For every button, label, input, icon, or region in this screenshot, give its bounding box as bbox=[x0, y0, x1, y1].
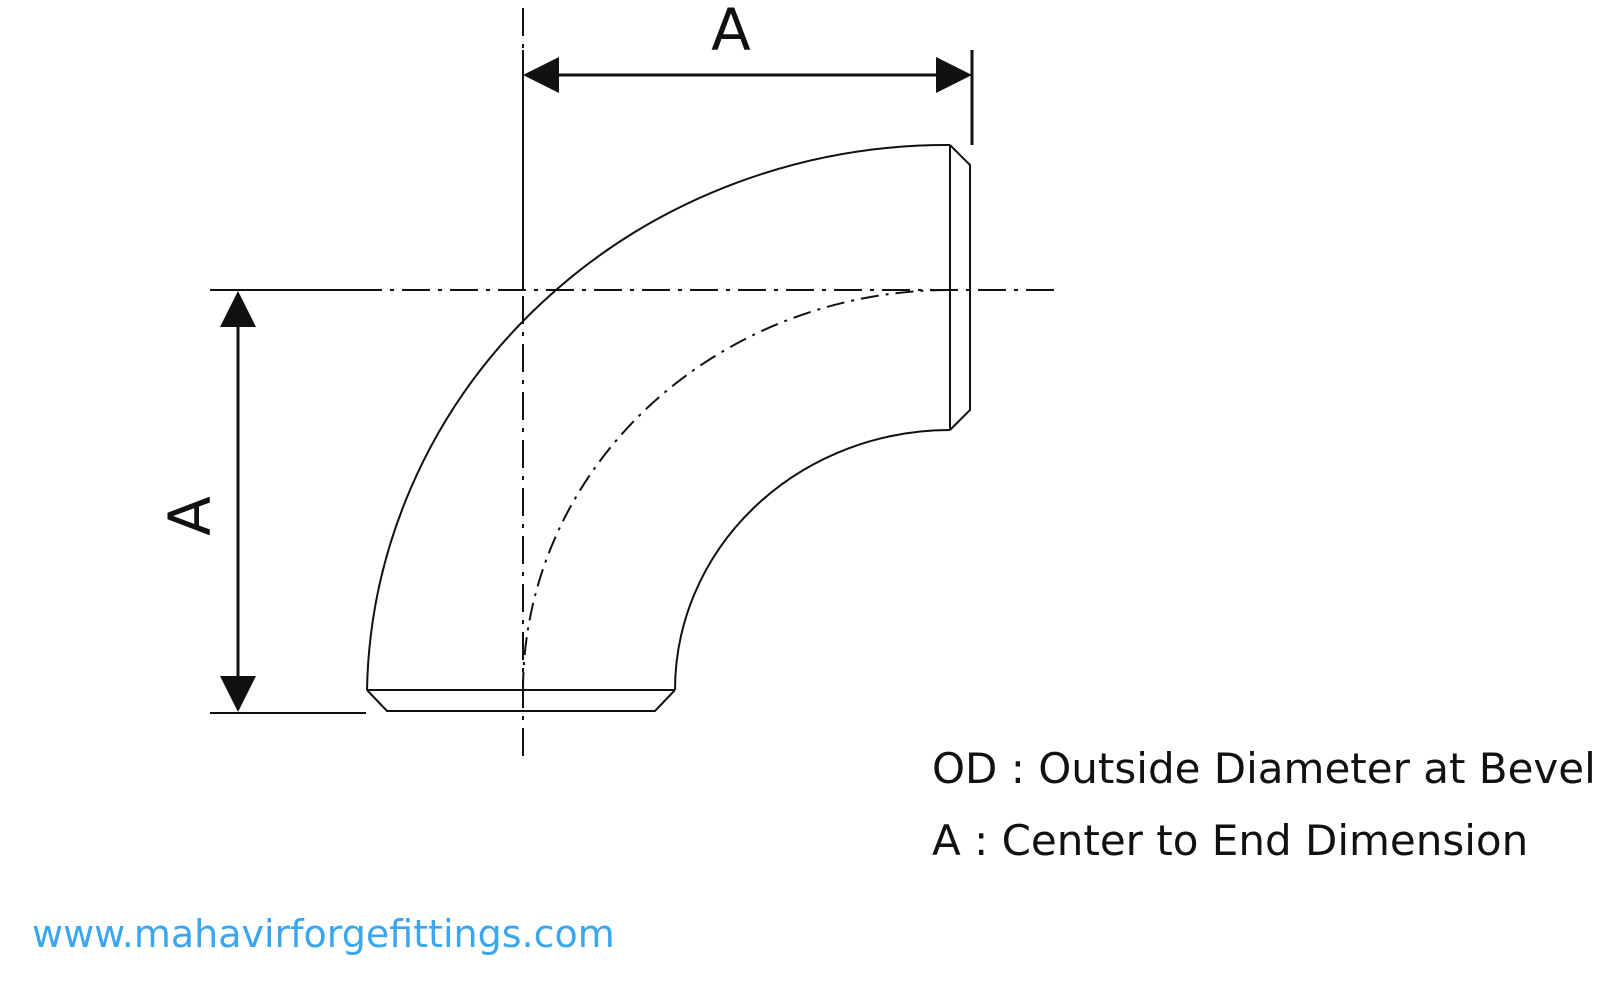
bottom-bevel-end bbox=[366, 689, 676, 712]
elbow-inner-arc bbox=[674, 429, 951, 691]
dimension-legend: OD : Outside Diameter at Bevel A : Cente… bbox=[932, 748, 1596, 892]
elbow-outer-arc bbox=[366, 143, 951, 691]
legend-od: OD : Outside Diameter at Bevel bbox=[932, 744, 1596, 793]
top-dimension-label: A bbox=[711, 0, 751, 64]
website-link[interactable]: www.mahavirforgefittings.com bbox=[32, 912, 615, 956]
elbow-center-arc bbox=[522, 289, 951, 691]
right-bevel-end bbox=[949, 144, 971, 431]
left-dimension-label: A bbox=[156, 496, 224, 536]
legend-a: A : Center to End Dimension bbox=[932, 816, 1529, 865]
